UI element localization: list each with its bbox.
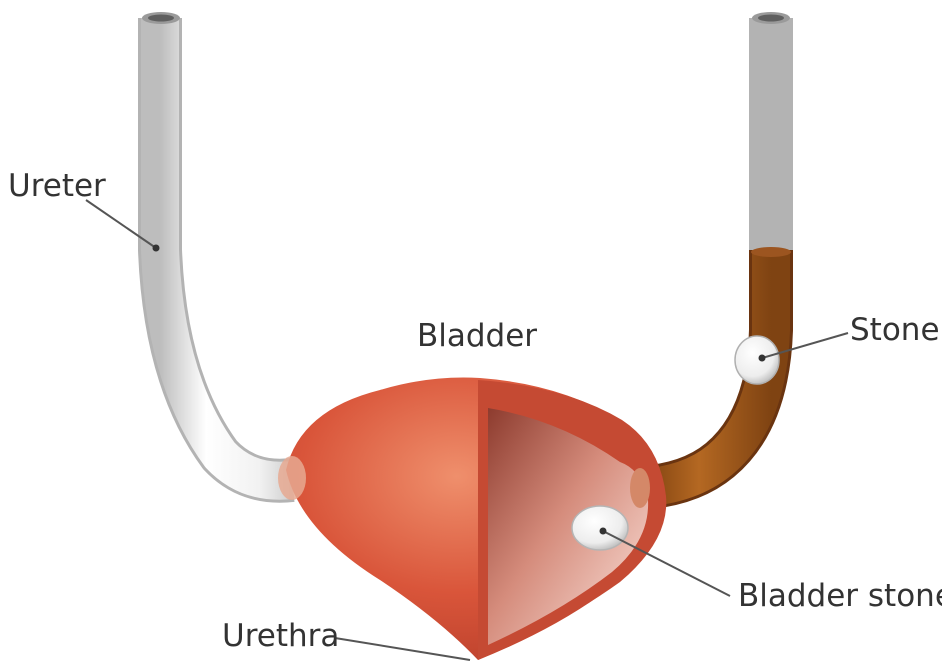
left-ureter	[142, 12, 292, 481]
stone-label: Stone	[850, 312, 940, 348]
urethra-label: Urethra	[222, 618, 339, 654]
urethra-leader	[335, 638, 470, 660]
ureter-stone	[735, 336, 779, 384]
bladder-stone-label: Bladder stone	[738, 578, 942, 614]
ureter-label: Ureter	[8, 168, 106, 204]
right-ureter	[752, 12, 790, 250]
bladder-stone	[572, 506, 628, 550]
bladder-label: Bladder	[417, 318, 537, 354]
